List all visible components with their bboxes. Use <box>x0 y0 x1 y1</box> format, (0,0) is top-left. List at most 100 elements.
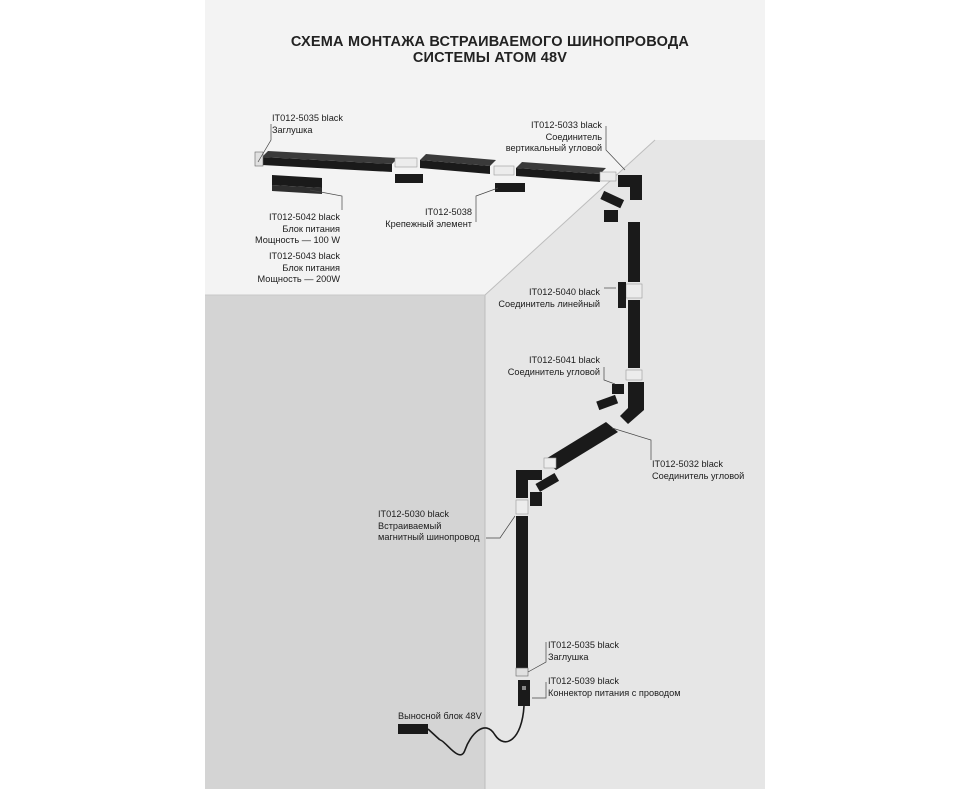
label-name: Соединитель угловой <box>652 470 745 481</box>
label-code: IT012-5035 black <box>548 640 619 650</box>
vertical-track-3 <box>516 516 528 668</box>
joint-track-top <box>515 499 529 515</box>
power-cable <box>439 705 525 756</box>
title-line-2: СИСТЕМЫ ATOM 48V <box>412 50 568 66</box>
mount-element-7 <box>530 492 542 506</box>
end-cap-top <box>254 151 264 167</box>
label-end-cap-bottom: IT012-5035 black Заглушка <box>548 640 619 663</box>
label-vertical-corner: IT012-5033 black Соединитель вертикальны… <box>500 120 602 155</box>
leader-vertical-corner <box>605 126 626 171</box>
leader-end-cap-top <box>257 124 272 163</box>
label-code: IT012-5043 black <box>269 251 340 261</box>
mount-element-3 <box>600 190 625 209</box>
label-corner-5032: IT012-5032 black Соединитель угловой <box>652 459 744 482</box>
label-code: IT012-5030 black <box>378 509 449 519</box>
label-name: Крепежный элемент <box>385 218 472 229</box>
mount-element-4 <box>604 210 618 222</box>
label-linear: IT012-5040 black Соединитель линейный <box>490 287 600 310</box>
ceiling-track <box>254 151 617 182</box>
diagonal-track <box>516 422 618 506</box>
right-wall-plane <box>485 140 765 789</box>
title-line-1: СХЕМА МОНТАЖА ВСТРАИВАЕМОГО ШИНОПРОВОДА <box>290 34 690 50</box>
mount-elements <box>395 174 625 222</box>
label-track: IT012-5030 black Встраиваемый магнитный … <box>378 509 479 544</box>
label-mount: IT012-5038 Крепежный элемент <box>380 207 472 230</box>
label-name: Соединитель линейный <box>498 298 600 309</box>
label-power-100: IT012-5042 black Блок питания Мощность —… <box>236 212 340 247</box>
label-power: Мощность — 200W <box>257 274 341 285</box>
diagonal-track-1 <box>544 422 618 470</box>
leader-mount <box>475 187 499 222</box>
linear-connector-body <box>618 282 626 308</box>
label-power: Мощность — 100 W <box>254 235 340 246</box>
linear-joint-1 <box>394 157 418 168</box>
leader-corner-5041 <box>603 367 616 385</box>
mount-element-5 <box>596 394 619 411</box>
label-name-1: Встраиваемый <box>378 520 442 531</box>
leader-corner-5032 <box>611 427 652 460</box>
linear-joint-2 <box>493 165 515 176</box>
vertical-track-2 <box>628 300 640 368</box>
label-name: Заглушка <box>548 651 589 662</box>
label-connector: IT012-5039 black Коннектор питания с про… <box>548 676 681 699</box>
left-wall-track <box>515 499 530 706</box>
corner-5033 <box>618 175 642 200</box>
label-name: Заглушка <box>272 124 313 135</box>
corner-5041-tab <box>612 384 624 394</box>
left-wall-plane <box>205 295 485 789</box>
track-segment-2-top <box>420 154 496 166</box>
label-code: IT012-5035 black <box>272 113 343 123</box>
end-cap-bottom <box>515 667 529 677</box>
remote-cable-start <box>427 728 441 741</box>
vertical-corner-connector <box>618 175 642 200</box>
vertical-track-1 <box>628 222 640 282</box>
power-supply-100 <box>272 175 322 188</box>
corner-5041 <box>620 382 644 424</box>
label-name-1: Соединитель <box>545 131 602 142</box>
ceiling-corner-line <box>484 139 656 296</box>
track-segment-1-top <box>262 151 398 164</box>
label-code: IT012-5039 black <box>548 676 619 686</box>
label-code: IT012-5042 black <box>269 212 340 222</box>
track-segment-1 <box>262 157 392 172</box>
label-name-2: вертикальный угловой <box>505 143 602 154</box>
leader-connector <box>532 682 547 699</box>
label-code: IT012-5033 black <box>531 120 602 130</box>
remote-power-block <box>398 724 428 734</box>
power-supply-200 <box>272 185 322 194</box>
track-segment-2 <box>420 160 490 174</box>
right-wall-track <box>596 222 644 424</box>
label-name-2: магнитный шинопровод <box>378 532 480 543</box>
label-remote: Выносной блок 48V <box>398 711 482 723</box>
label-power-200: IT012-5043 black Блок питания Мощность —… <box>236 251 341 286</box>
power-connector-mark <box>522 686 526 690</box>
mount-element-1 <box>395 174 423 183</box>
label-corner-5041: IT012-5041 black Соединитель угловой <box>490 355 600 378</box>
power-connector-5039 <box>518 680 530 706</box>
label-name: Блок питания <box>282 262 340 273</box>
track-segment-3-top <box>516 162 606 174</box>
label-code: IT012-5038 <box>425 207 472 217</box>
label-code: IT012-5041 black <box>529 355 600 365</box>
power-supplies <box>272 175 322 194</box>
label-name: Выносной блок 48V <box>398 711 482 721</box>
leader-power-100 <box>309 189 343 210</box>
mount-element-2 <box>495 183 525 192</box>
leader-track <box>486 515 516 539</box>
corner-joint-5041 <box>625 369 643 381</box>
leader-end-cap-bottom <box>527 642 547 673</box>
label-end-cap-top: IT012-5035 black Заглушка <box>272 113 343 136</box>
corner-joint-5032 <box>543 457 557 469</box>
linear-joint-3 <box>599 171 617 182</box>
leader-lines <box>257 124 652 699</box>
corner-5032 <box>516 470 542 498</box>
label-name: Коннектор питания с проводом <box>548 687 681 698</box>
track-segment-3 <box>516 168 600 182</box>
label-code: IT012-5032 black <box>652 459 723 469</box>
linear-connector-5040 <box>625 283 643 299</box>
label-name: Соединитель угловой <box>507 366 600 377</box>
label-name: Блок питания <box>282 223 340 234</box>
label-code: IT012-5040 black <box>529 287 600 297</box>
